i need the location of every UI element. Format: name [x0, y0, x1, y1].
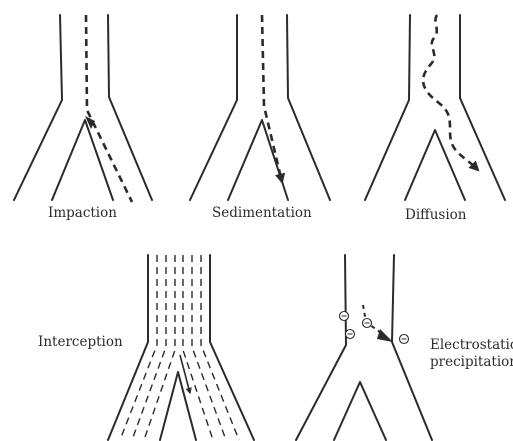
charged-particle [340, 312, 349, 321]
electrostatic-label-line1: Electrostatic [430, 337, 513, 353]
diffusion-label: Diffusion [405, 207, 467, 223]
electrostatic-panel [296, 255, 432, 440]
charged-particle [346, 330, 355, 339]
electrostatic-label-line2: precipitation [430, 354, 513, 370]
streamline [120, 255, 157, 440]
airway-left-wall [14, 15, 62, 200]
particle-trajectory [262, 15, 282, 182]
diffusion-panel [365, 15, 505, 200]
interception-panel [108, 255, 254, 440]
charged-particle [400, 335, 409, 344]
airway-carina [52, 120, 113, 200]
particle-trajectory [423, 15, 478, 170]
interception-label: Interception [38, 334, 123, 350]
impaction-label: Impaction [48, 205, 117, 221]
airway-left-wall [365, 15, 410, 200]
airway-right-wall [108, 15, 152, 200]
airway-right-wall [460, 15, 505, 200]
airway-carina [228, 120, 288, 200]
airway-carina [334, 382, 386, 440]
impaction-panel [14, 15, 152, 202]
sedimentation-label: Sedimentation [212, 205, 312, 221]
sedimentation-panel [190, 15, 330, 200]
airway-left-wall [190, 15, 237, 200]
streamline [183, 255, 213, 440]
airway-carina [160, 372, 196, 440]
airway-right-wall [392, 255, 432, 440]
streamline [201, 255, 239, 440]
charged-particle [363, 319, 372, 328]
airway-right-wall [287, 15, 330, 200]
airway-carina [405, 130, 465, 200]
airway-left-wall [296, 255, 346, 440]
